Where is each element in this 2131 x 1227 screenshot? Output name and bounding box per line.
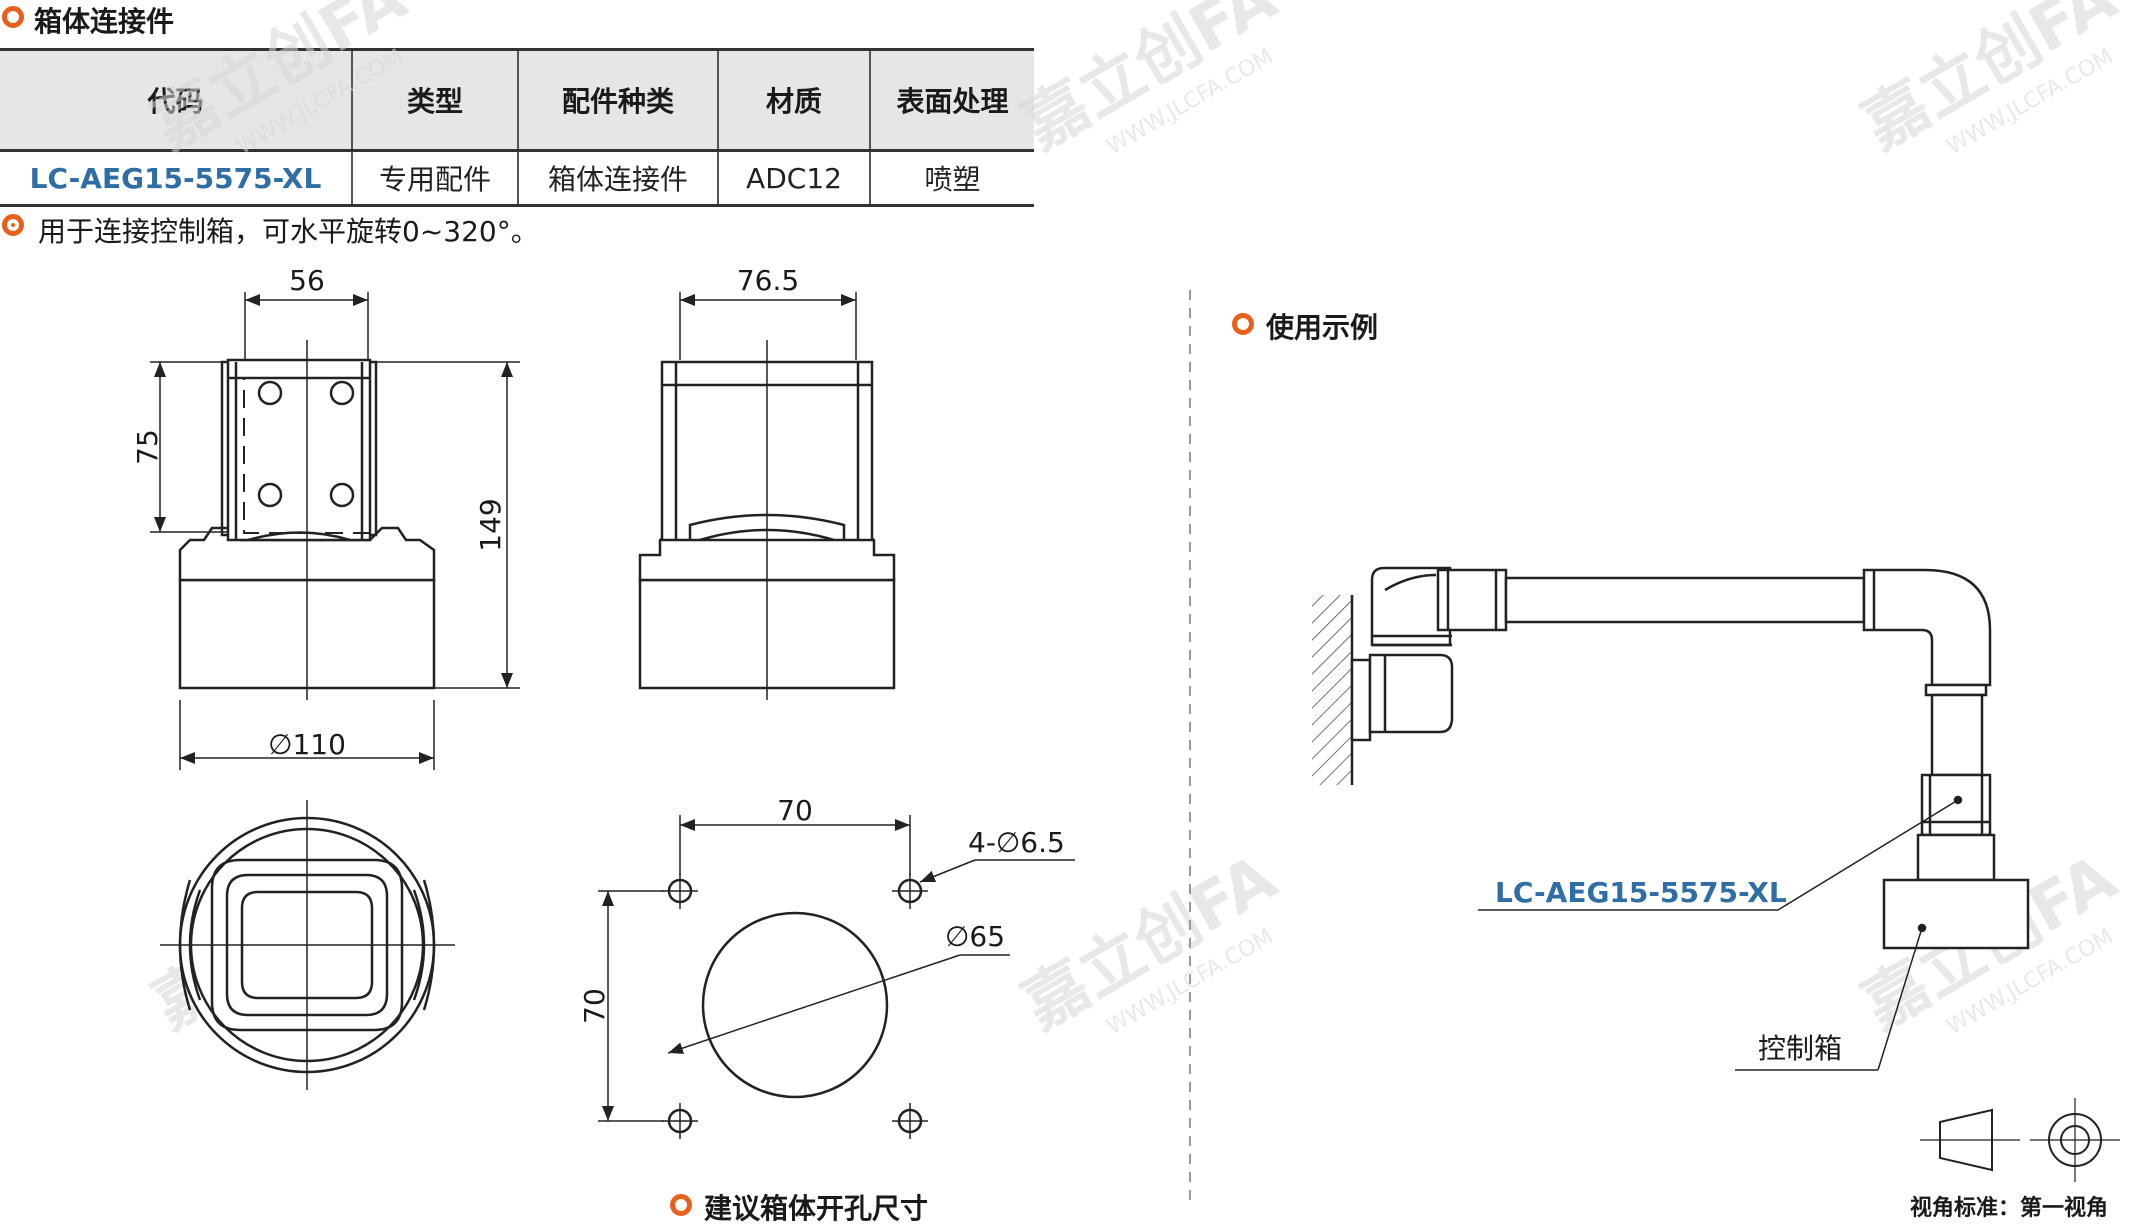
header-type: 类型 [351,48,518,152]
cutout-title: 建议箱体开孔尺寸 [704,1192,929,1225]
cutout-dims [598,815,1075,1122]
cell-kind: 箱体连接件 [517,150,718,207]
example-title: 使用示例 [1266,311,1379,344]
dim-hole-spec: 4-∅6.5 [968,826,1065,859]
section-bullet-icon [2,6,24,28]
dim-side-width: 76.5 [737,264,799,297]
watermark-group: 嘉立创FA WWW.JLCFA.COM 嘉立创FA WWW.JLCFA.COM … [141,0,2129,1044]
header-code: 代码 [0,48,352,152]
dim-hole-spacing-y: 70 [578,988,611,1024]
view-standard: 视角标准：第一视角 [1910,1196,2109,1221]
description-note: 用于连接控制箱，可水平旋转0~320°。 [38,215,539,248]
cell-code: LC-AEG15-5575-XL [0,150,352,207]
table-row: LC-AEG15-5575-XL 专用配件 箱体连接件 ADC12 喷塑 [0,150,1034,207]
header-finish: 表面处理 [869,48,1034,152]
header-material: 材质 [717,48,870,152]
spec-table: 代码 类型 配件种类 材质 表面处理 LC-AEG15-5575-XL 专用配件… [0,48,1034,207]
cell-finish: 喷塑 [869,150,1034,207]
cell-type: 专用配件 [351,150,518,207]
note-bullet-icon [2,214,24,236]
dim-center-hole: ∅65 [945,920,1005,953]
side-dims [679,292,857,360]
table-header-row: 代码 类型 配件种类 材质 表面处理 [0,48,1034,152]
example-bullet-icon [1232,313,1254,335]
dim-upper-height: 75 [131,429,164,465]
cutout-view [662,873,928,1139]
dim-base-diameter: ∅110 [268,728,346,761]
header-kind: 配件种类 [517,48,718,152]
cutout-bullet-icon [670,1194,692,1216]
example-leaders [1478,799,1959,1071]
dim-front-width: 56 [289,264,325,297]
first-angle-projection-icon [1920,1098,2120,1182]
side-view [638,340,896,700]
dim-hole-spacing-x: 70 [777,794,813,827]
dim-total-height: 149 [474,498,507,551]
front-dims [150,292,520,770]
example-drawing [1312,566,2030,950]
top-view [160,800,455,1090]
front-view [178,340,436,700]
cell-material: ADC12 [717,150,870,207]
example-part-label: LC-AEG15-5575-XL [1495,876,1787,909]
section-title: 箱体连接件 [34,5,175,38]
example-box-label: 控制箱 [1758,1032,1842,1065]
